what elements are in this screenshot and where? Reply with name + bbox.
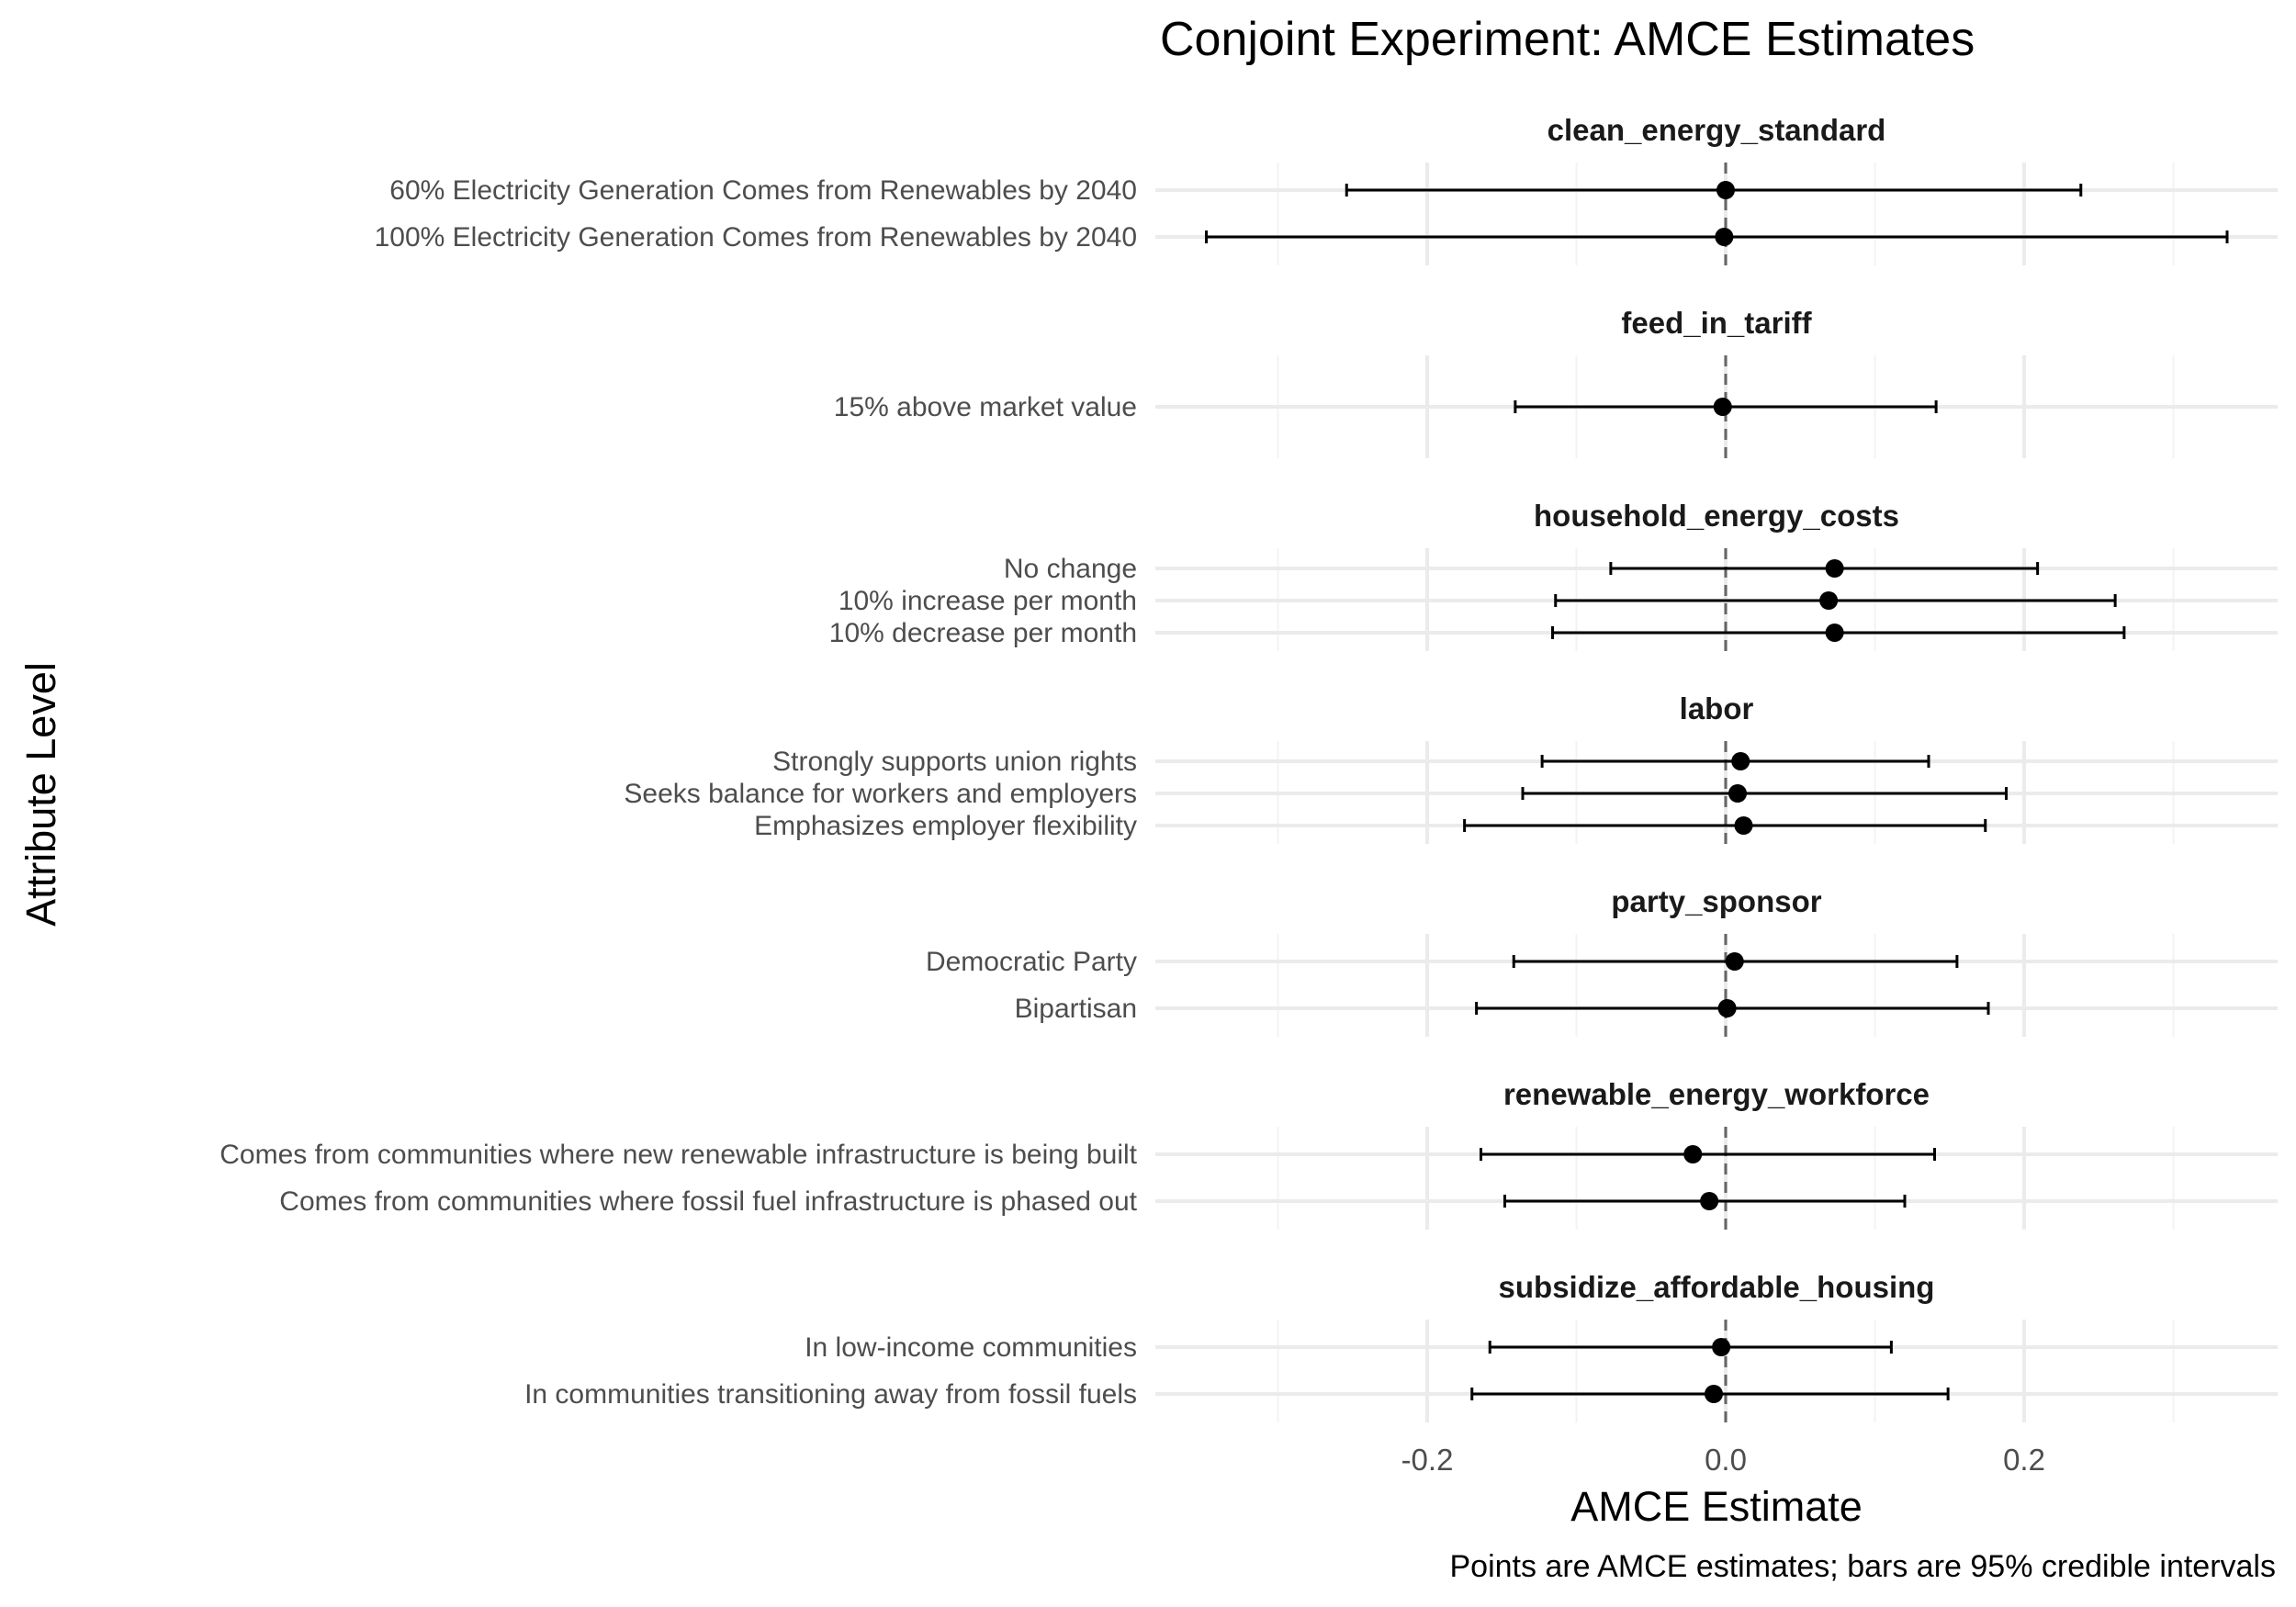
estimate-point [1731,752,1750,770]
attribute-level-label: Bipartisan [1015,994,1137,1024]
x-tick-label: 0.2 [2003,1443,2045,1477]
estimate-row [1540,752,1930,770]
estimate-point [1725,952,1744,971]
attribute-level-label: 10% decrease per month [829,618,1137,648]
attribute-level-label: Strongly supports union rights [772,747,1137,777]
estimate-point [1705,1385,1723,1403]
x-axis-ticks: -0.2 0.0 0.2 [1401,1443,2045,1477]
x-axis-title: AMCE Estimate [1570,1483,1863,1530]
estimate-row [1609,559,2040,578]
estimate-row [1345,181,2083,199]
attribute-level-label: 15% above market value [834,392,1137,422]
estimate-point [1683,1145,1703,1163]
estimate-row [1521,784,2008,803]
estimate-point [1715,228,1734,246]
estimate-row [1551,624,2126,642]
attribute-level-label: Emphasizes employer flexibility [754,811,1137,841]
estimate-point [1713,398,1732,416]
attribute-level-label: Democratic Party [926,947,1137,977]
chart-caption: Points are AMCE estimates; bars are 95% … [1449,1549,2276,1584]
attribute-level-label: 100% Electricity Generation Comes from R… [375,222,1137,253]
facet-strip-title: renewable_energy_workforce [1503,1077,1930,1111]
attribute-level-label: Comes from communities where new renewab… [219,1140,1137,1170]
estimate-row [1503,1192,1907,1210]
facet-subsidize-affordable-housing: subsidize_affordable_housing In low-incom… [524,1270,2278,1422]
attribute-level-label: 10% increase per month [838,586,1137,616]
x-tick-label: -0.2 [1401,1443,1454,1477]
estimate-point [1716,181,1735,199]
attribute-level-label: In low-income communities [805,1332,1137,1363]
facet-panels: clean_energy_standard 60% Electricity Gen… [219,113,2278,1422]
facet-feed-in-tariff: feed_in_tariff 15% above market value [834,306,2278,458]
attribute-level-label: Seeks balance for workers and employers [624,779,1137,809]
estimate-row [1480,1145,1936,1163]
facet-strip-title: labor [1680,691,1754,725]
facet-strip-title: household_energy_costs [1534,499,1899,533]
estimate-point [1700,1192,1719,1210]
attribute-level-label: 60% Electricity Generation Comes from Re… [389,175,1137,206]
estimate-point [1825,624,1844,642]
estimate-row [1463,816,1987,835]
estimate-point [1728,784,1747,803]
estimate-row [1554,591,2117,610]
estimate-point [1819,591,1839,610]
estimate-row [1475,999,1990,1017]
estimate-row [1470,1385,1950,1403]
chart-title: Conjoint Experiment: AMCE Estimates [1160,13,1975,66]
estimate-row [1514,398,1938,416]
y-axis-title: Attribute Level [17,662,64,927]
facet-strip-title: clean_energy_standard [1548,113,1886,147]
estimate-point [1734,816,1753,835]
facet-clean-energy-standard: clean_energy_standard 60% Electricity Gen… [375,113,2278,265]
facet-strip-title: party_sponsor [1611,884,1821,918]
estimate-point [1825,559,1844,578]
attribute-level-label: No change [1004,554,1137,584]
facet-strip-title: feed_in_tariff [1621,306,1812,340]
estimate-row [1488,1338,1893,1356]
facet-strip-title: subsidize_affordable_housing [1499,1270,1935,1304]
estimate-point [1712,1338,1731,1356]
estimate-point [1717,999,1737,1017]
x-tick-label: 0.0 [1705,1443,1747,1477]
attribute-level-label: Comes from communities where fossil fuel… [279,1186,1137,1217]
estimate-row [1512,952,1959,971]
estimate-row [1205,228,2229,246]
attribute-level-label: In communities transitioning away from f… [524,1379,1137,1410]
